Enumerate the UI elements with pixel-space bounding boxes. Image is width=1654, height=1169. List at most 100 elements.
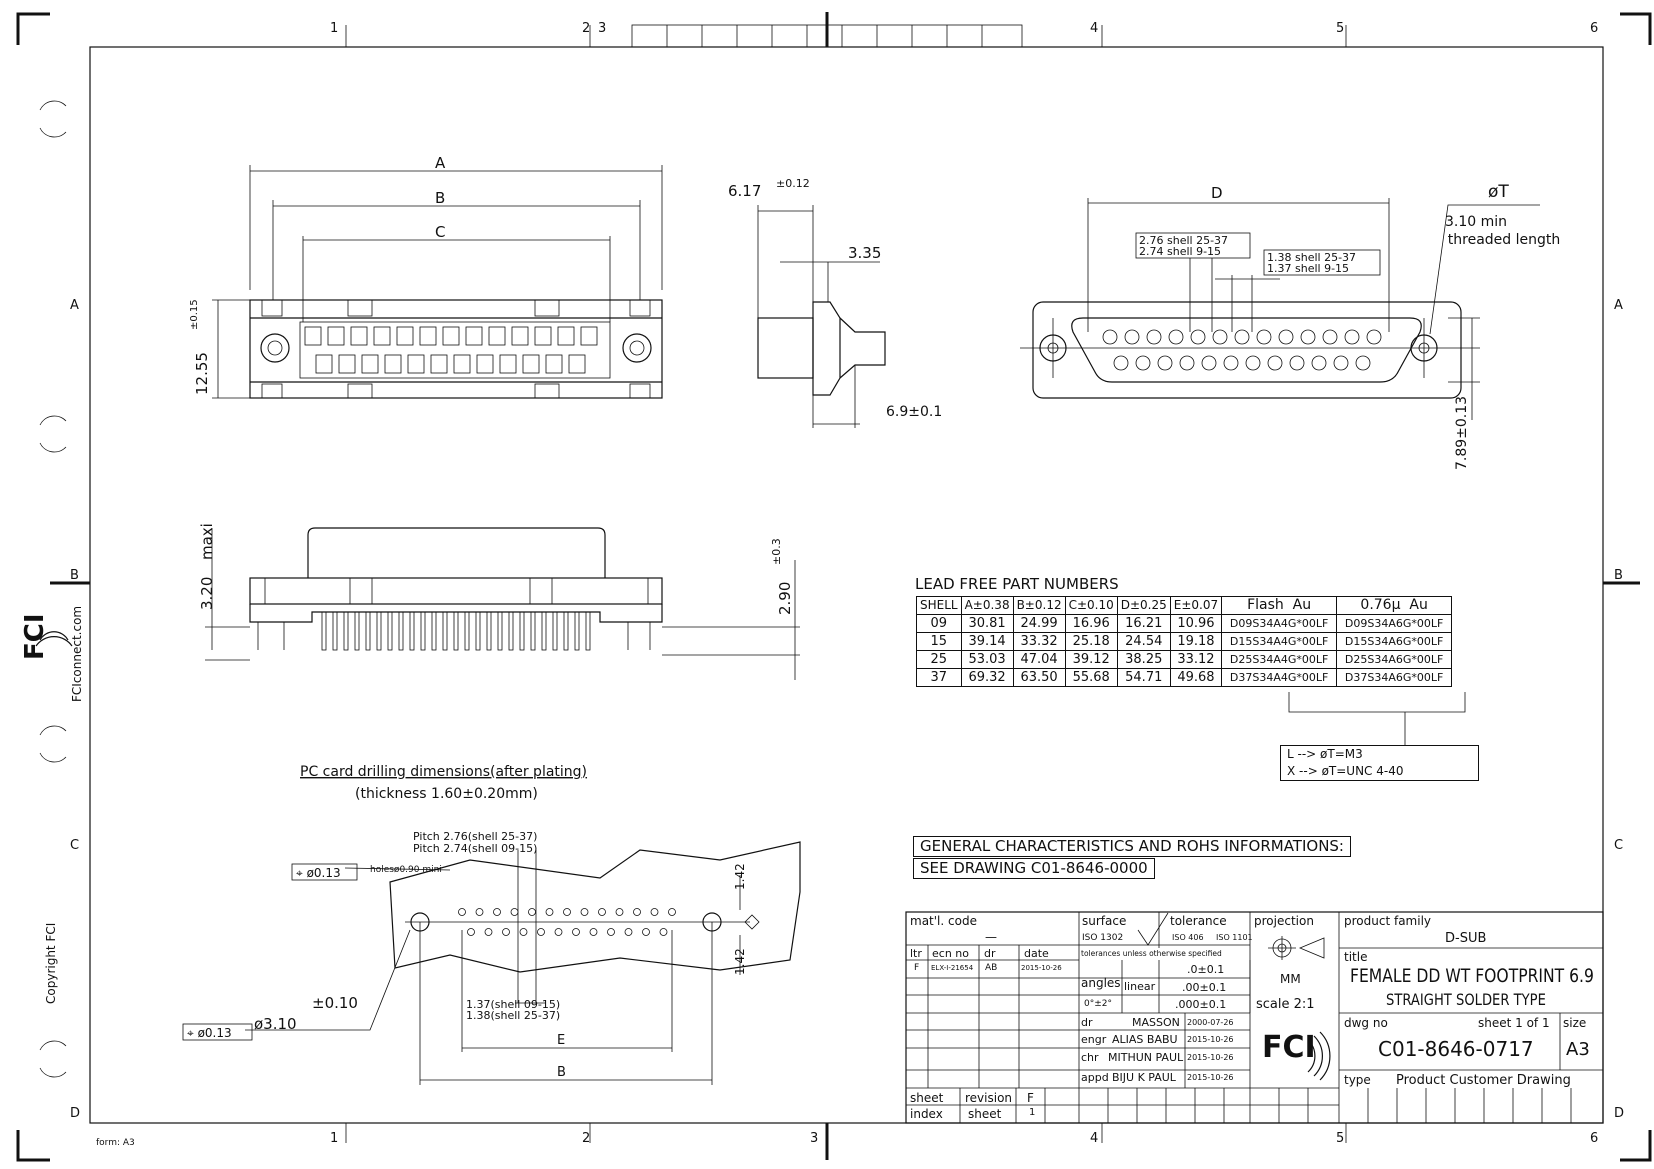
linear-1: .0±0.1: [1187, 963, 1225, 976]
cell: 53.03: [960, 650, 1014, 669]
bottom-pin: [519, 611, 525, 651]
linear-3: .000±0.1: [1175, 998, 1227, 1011]
front-contact: [545, 354, 563, 374]
drill-hole: [510, 908, 519, 916]
drill-hole: [467, 928, 475, 936]
person-role-3: appd: [1081, 1071, 1109, 1084]
top-strip: [631, 12, 1023, 1160]
index-label: index: [910, 1107, 943, 1121]
tol-note: tolerances unless otherwise specified: [1081, 949, 1222, 958]
front-contact: [557, 326, 575, 346]
drill-hole: [502, 928, 510, 936]
corner-brackets: [16, 12, 1652, 1162]
person-name-3: BIJU K PAUL: [1112, 1071, 1176, 1084]
cell: 30.81: [960, 614, 1014, 633]
face-view: [1020, 198, 1540, 420]
scale: scale 2:1: [1256, 997, 1315, 1012]
col-label-3: 3: [598, 21, 607, 36]
dim-c-label: C: [435, 223, 445, 241]
drill-hole: [458, 908, 466, 916]
col-label-bottom-2: 2: [582, 1131, 591, 1146]
front-height-tol: ±0.15: [189, 299, 200, 330]
bottom-pin: [343, 611, 349, 651]
person-role-1: engr: [1081, 1033, 1107, 1046]
face-contact: [1168, 329, 1184, 345]
thread-legend-x: X --> øT=UNC 4-40: [1287, 764, 1404, 778]
matl-label: mat'l. code: [910, 914, 977, 928]
front-contact: [338, 354, 356, 374]
drill-hole: [624, 928, 633, 936]
cell: 10.96: [1169, 614, 1223, 633]
side-d1-value: 6.17: [728, 182, 761, 200]
cell: 55.68: [1064, 668, 1118, 687]
bottom-view: [205, 527, 800, 680]
tol-std-2: ISO 1101: [1216, 933, 1253, 942]
face-contact: [1212, 329, 1228, 345]
type-label: type: [1344, 1073, 1371, 1087]
face-contact: [1300, 329, 1316, 345]
bottom-pin: [365, 611, 371, 651]
face-contact: [1344, 329, 1360, 345]
col-label-2: 2: [582, 21, 591, 36]
title-label: title: [1344, 950, 1368, 964]
face-contact: [1146, 329, 1162, 345]
bottom-pin: [376, 611, 382, 651]
cell: 24.54: [1116, 632, 1171, 651]
front-contact: [315, 354, 333, 374]
drawing-border: [89, 46, 1604, 1124]
cell: D09S34A6G*00LF: [1336, 614, 1453, 633]
drill-hole: [528, 908, 536, 916]
drilling-view: [245, 841, 801, 1085]
drilling-pitch2: Pitch 2.74(shell 09-15): [413, 842, 537, 855]
side-d2: 3.35: [848, 244, 881, 262]
person-name-0: MASSON: [1132, 1016, 1180, 1029]
fci-logo-title: [1307, 1031, 1331, 1081]
form-label: form: A3: [96, 1138, 135, 1148]
size-label: size: [1563, 1016, 1587, 1030]
face-contact: [1333, 355, 1349, 371]
col-label-bottom-4: 4: [1090, 1131, 1099, 1146]
rev-h-ltr: ltr: [910, 947, 922, 960]
dwg-number: C01-8646-0717: [1378, 1037, 1534, 1061]
cell: 63.50: [1012, 668, 1066, 687]
th-shell: SHELL: [916, 596, 962, 615]
row-label-c-right: C: [1614, 838, 1624, 853]
front-contact: [430, 354, 448, 374]
front-contact: [522, 354, 540, 374]
cell: D37S34A4G*00LF: [1221, 668, 1338, 687]
fci-logo-side: [35, 631, 73, 647]
rev-h-date: date: [1024, 947, 1049, 960]
face-contact: [1223, 355, 1239, 371]
bottom-pin: [453, 611, 459, 651]
pitch-a1: 2.76 shell 25-37: [1139, 234, 1228, 247]
size-value: A3: [1566, 1039, 1590, 1060]
rev-dr: AB: [985, 963, 998, 973]
row-label-c-left: C: [70, 838, 80, 853]
front-contact: [465, 326, 483, 346]
title-line2: STRAIGHT SOLDER TYPE: [1386, 990, 1546, 1009]
drilling-dim-b: B: [557, 1065, 566, 1080]
side-holes: [39, 100, 67, 1078]
front-contact: [396, 326, 414, 346]
drilling-title: PC card drilling dimensions(after platin…: [300, 764, 587, 780]
front-contact: [407, 354, 425, 374]
cell: 19.18: [1169, 632, 1223, 651]
row-label-a-left: A: [70, 298, 79, 313]
pitch-b1: 1.38 shell 25-37: [1267, 251, 1356, 264]
face-contact: [1256, 329, 1272, 345]
bottom-pin: [486, 611, 492, 651]
cell: D09S34A4G*00LF: [1221, 614, 1338, 633]
drill-hole: [493, 908, 501, 916]
tol-frame-2: ⌖ ø0.13: [187, 1026, 232, 1040]
threaded-line1: 3.10 min: [1445, 214, 1507, 230]
threaded-line2: threaded length: [1448, 232, 1560, 248]
dim-t-label: øT: [1488, 182, 1509, 202]
front-contact: [534, 326, 552, 346]
title-line1: FEMALE DD WT FOOTPRINT 6.9: [1350, 965, 1594, 987]
bottom-pin: [431, 611, 437, 651]
linear-label: linear: [1124, 980, 1156, 993]
product-family-label: product family: [1344, 914, 1432, 928]
